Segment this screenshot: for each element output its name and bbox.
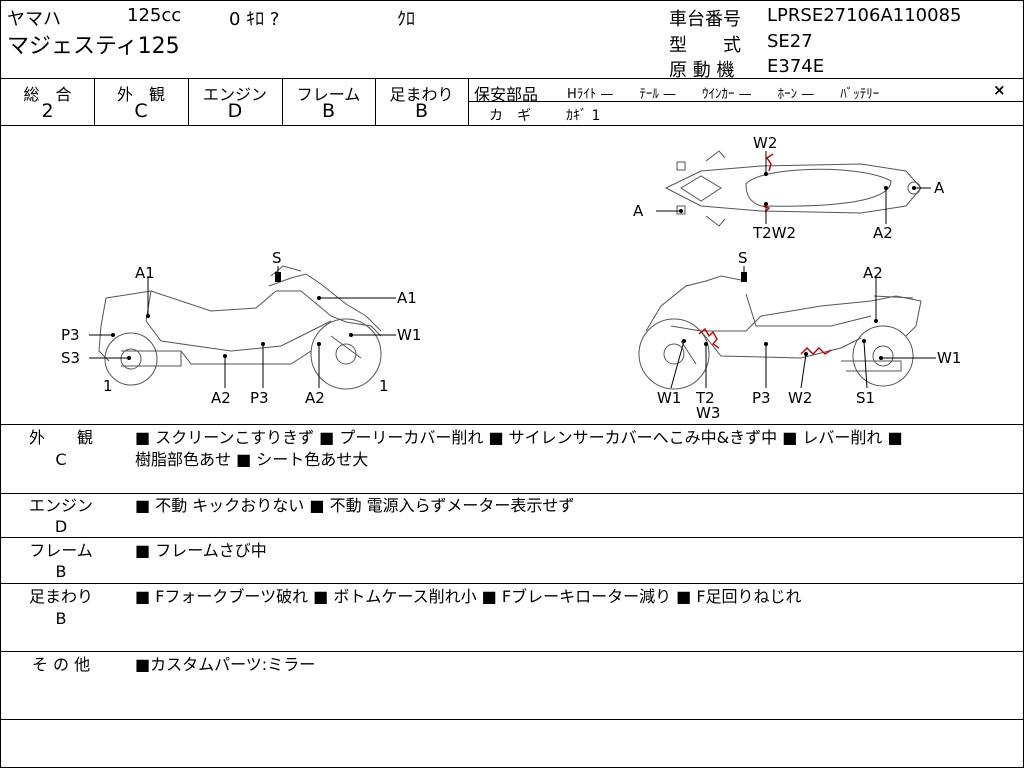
engine-label: 原 動 機: [669, 60, 735, 81]
diagram-label: A2: [211, 389, 231, 407]
section-text-other: ■カスタムパーツ:ミラー: [135, 655, 316, 674]
divider: [94, 78, 95, 125]
grade-label-exterior: 外 観: [116, 85, 165, 104]
section-grade-exterior: C: [55, 450, 67, 469]
damage-diagram: A1 S A1 P3 W1 S3 1 1 A2 P3 A2 S A2 W1 W1…: [61, 134, 961, 422]
divider: [1, 537, 1023, 538]
section-title-other: そ の 他: [31, 655, 91, 674]
type-value: SE27: [767, 31, 813, 52]
diagram-label: P3: [61, 326, 80, 344]
diagram-label: A1: [397, 289, 417, 307]
divider: [1, 493, 1023, 494]
grade-label-frame: フレーム: [296, 85, 361, 104]
diagram-label: T2: [695, 389, 715, 407]
grade-value-overall: 2: [41, 100, 54, 122]
diagram-label: A2: [863, 264, 883, 282]
diagram-label: A2: [873, 224, 893, 242]
safety-title: 保安部品: [474, 85, 539, 104]
divider: [1, 78, 1023, 79]
diagram-label: A: [633, 202, 644, 220]
divider: [1, 583, 1023, 584]
diagram-label: W2: [788, 389, 812, 407]
diagram-label: 1: [379, 377, 389, 395]
section-grade-frame: B: [55, 562, 67, 581]
grade-label-suspension: 足まわり: [389, 85, 454, 104]
mileage: 0 ｷﾛ ?: [229, 9, 280, 30]
diagram-label: W3: [696, 404, 720, 422]
divider: [375, 78, 376, 125]
grade-value-engine: D: [227, 100, 243, 122]
section-text-exterior-2: 樹脂部色あせ ■ シート色あせ大: [135, 450, 369, 469]
grade-label-engine: エンジン: [202, 85, 267, 104]
diagram-label: S: [272, 249, 282, 267]
diagram-label: A: [934, 179, 945, 197]
diagram-label: P3: [250, 389, 269, 407]
section-title-engine: エンジン: [28, 496, 93, 515]
divider: [1, 719, 1023, 720]
grade-label-overall: 総 合: [23, 85, 72, 104]
section-grade-engine: D: [54, 517, 68, 536]
diagram-label: A1: [135, 264, 155, 282]
diagram-label: W1: [397, 326, 421, 344]
damage-marks: [698, 153, 832, 355]
divider: [188, 78, 189, 125]
engine-value: E374E: [767, 56, 825, 77]
diagram-label: W1: [657, 389, 681, 407]
frame-no: LPRSE27106A110085: [767, 5, 962, 26]
leader-lines: [89, 151, 936, 389]
scooter-left-view: [98, 265, 382, 390]
divider: [282, 78, 283, 125]
key-label: カ ギ: [489, 108, 531, 124]
diagram-label: W1: [937, 349, 961, 367]
diagram-label: T2W2: [752, 224, 796, 242]
section-grade-suspension: B: [55, 609, 67, 628]
battery-mark: ×: [993, 81, 1006, 99]
section-title-frame: フレーム: [29, 541, 93, 560]
scooter-right-view: [638, 275, 922, 390]
type-label: 型 式: [669, 35, 741, 56]
safety-items: Hﾗｲﾄ — ﾃｰﾙ — ｳｲﾝｶｰ — ﾎｰﾝ — ﾊﾞｯﾃﾘｰ: [567, 87, 880, 102]
model-name: マジェスティ125: [7, 34, 180, 59]
divider: [468, 101, 1023, 102]
grade-value-suspension: B: [414, 100, 429, 122]
diagram-label: S: [738, 249, 748, 267]
section-title-suspension: 足まわり: [28, 587, 93, 606]
frame-no-label: 車台番号: [669, 9, 741, 30]
valve-markers: [275, 272, 747, 282]
section-text-exterior-1: ■ スクリーンこすりきず ■ プーリーカバー削れ ■ サイレンサーカバーへこみ中…: [135, 428, 903, 447]
maker: ヤマハ: [7, 9, 61, 30]
divider: [1, 424, 1023, 425]
key-value: ｶｷﾞ 1: [566, 108, 601, 124]
section-title-exterior: 外 観: [28, 428, 93, 447]
section-text-engine: ■ 不動 キックおりない ■ 不動 電源入らずメーター表示せず: [135, 496, 575, 515]
section-text-suspension: ■ Fフォークブーツ破れ ■ ボトムケース削れ小 ■ Fブレーキローター減り ■…: [135, 587, 802, 606]
divider: [1, 125, 1023, 126]
divider: [1, 651, 1023, 652]
grade-value-frame: B: [321, 100, 336, 122]
displacement: 125cc: [127, 5, 182, 26]
grade-value-exterior: C: [134, 100, 148, 122]
diagram-label: P3: [752, 389, 771, 407]
diagram-label: S3: [61, 349, 80, 367]
diagram-label: A2: [305, 389, 325, 407]
diagram-label: 1: [103, 377, 113, 395]
leader-dots: [111, 172, 916, 360]
diagram-label: S1: [856, 389, 875, 407]
scooter-top-view: [664, 150, 922, 227]
section-text-frame: ■ フレームさび中: [135, 541, 267, 560]
color: ｸﾛ: [397, 9, 415, 30]
diagram-label: W2: [753, 134, 777, 152]
